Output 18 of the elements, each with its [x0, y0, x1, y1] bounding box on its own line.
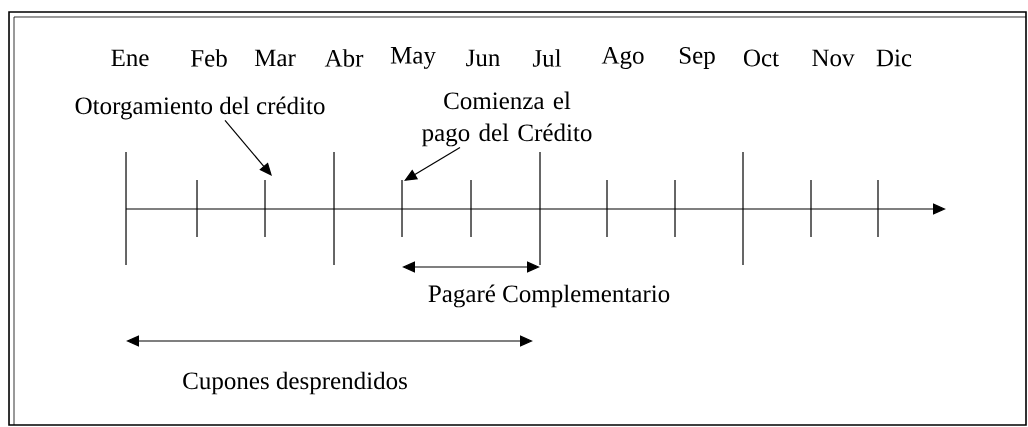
- month-label: Oct: [743, 49, 779, 67]
- month-label: Sep: [679, 47, 715, 69]
- month-label: Feb: [191, 49, 227, 67]
- leader-arrow: [404, 146, 461, 181]
- month-label: Abr: [324, 49, 364, 67]
- month-label: May: [390, 47, 436, 69]
- month-label: Jun: [466, 49, 500, 67]
- annotation-text: Comienza el pago del Crédito: [422, 91, 592, 147]
- month-label: Dic: [876, 49, 912, 67]
- month-label: Ago: [601, 47, 644, 69]
- month-label: Nov: [812, 49, 855, 67]
- span-label: Cupones desprendidos: [183, 371, 407, 395]
- month-label: Mar: [254, 49, 296, 67]
- span-label: Pagaré Complementario: [428, 284, 670, 308]
- month-label: Jul: [532, 49, 562, 67]
- month-label: Ene: [111, 49, 149, 67]
- leader-arrow: [224, 119, 272, 176]
- annotation-text: Otorgamiento del crédito: [75, 96, 325, 120]
